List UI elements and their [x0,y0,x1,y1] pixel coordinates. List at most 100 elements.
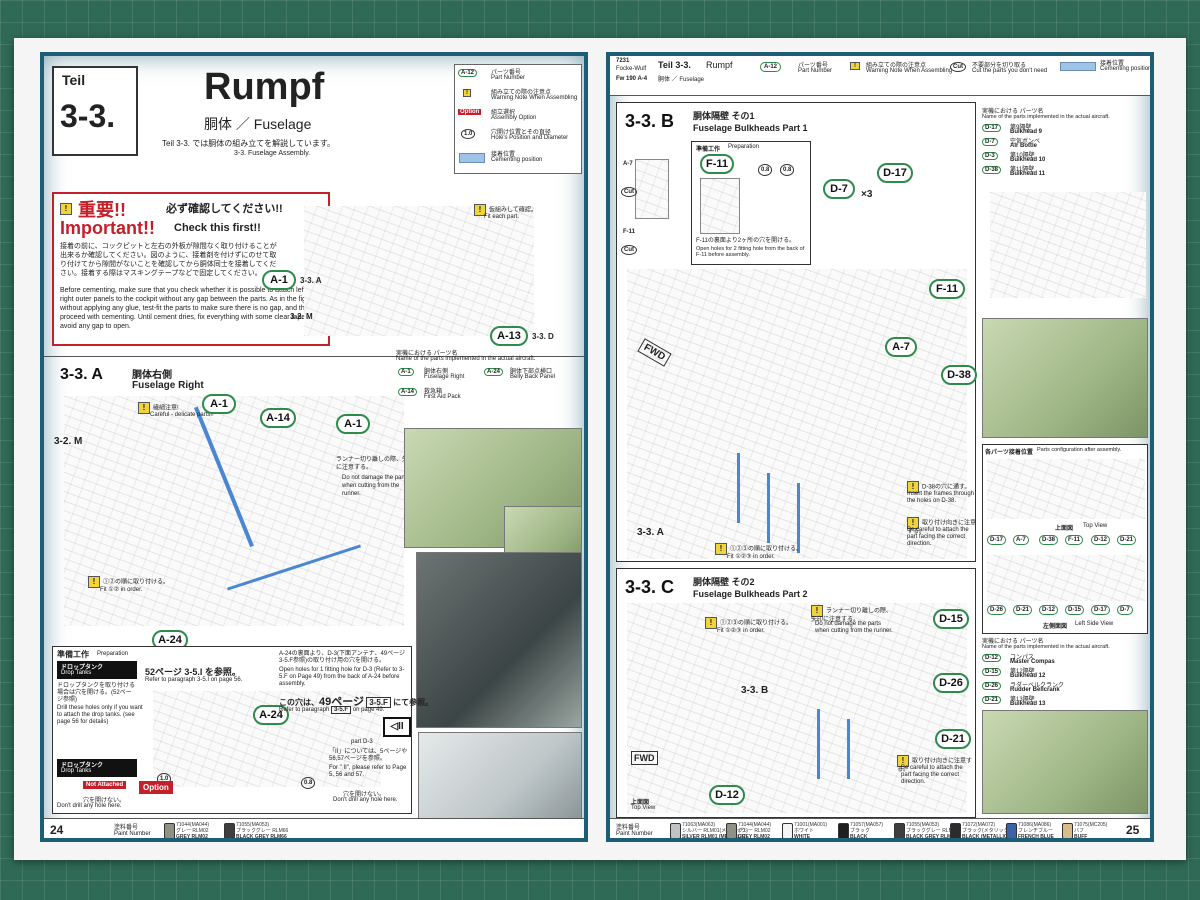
drop-ref-jp: 52ページ 3-5.I を参照。 [145,667,241,677]
cement-strip-c2 [847,719,850,779]
bulkhead-2-diagram [627,603,967,813]
fwd-arrow-c: FWD [631,751,658,765]
drop-ref-en: Refer to paragraph 3-5.I on page 56. [145,677,243,683]
fuselage-fit-diagram [304,206,534,336]
no-drill-en: Don't drill any hole here. [57,803,122,809]
no-drill-jp: 穴を開けない。 [83,798,126,804]
f11-note-en: Open holes for 2 fitting hole from the b… [696,246,805,258]
paint-can-icon [726,823,737,838]
cockpit-photo-3 [416,552,582,728]
prep-box: 準備工作 Preparation ドロップタンク Drop Tanks ドロップ… [52,646,433,814]
callout-a7: A-7 [885,337,917,357]
callout-f11-prep: F-11 [700,154,734,174]
no-drill2-en: Don't drill any hole here. [333,797,398,803]
hole-0-8: 0.8 [301,777,316,789]
important-en-sub: Check this first!! [174,222,261,234]
config-callout: D-38 [1039,535,1059,545]
right-footer: 塗料番号 Paint Number 71063(MA063)シルバー RLM01… [610,818,1150,840]
paint-name-en: GREY RLM02 [738,834,770,840]
important-en-title: Important!! [60,218,155,238]
paint-can-icon [838,823,849,838]
f11-note-jp: F-11の裏面より2ヶ所の穴を開ける。 [696,238,796,244]
right-page: 7231 Focke-Wulf Fw 190 A-4 Teil 3-3. Rum… [606,52,1154,842]
cut-symbol-2: Cut [621,245,637,255]
paint-code: 71072(MA072) [962,822,996,828]
c-parts-heading-en: Name of the parts implemented in the act… [982,644,1110,650]
step-c-parts: 実機における パーツ名 Name of the parts implemente… [980,636,1148,707]
careful-note-jp: !繊細注意! [138,402,179,414]
rh-legend-en-part: Part Number [798,68,833,74]
paint-code: 71057(MA057) [850,822,884,828]
paint-code: 71044(MA044) [176,822,210,828]
a7-cut-diagram [635,159,669,219]
legend-en-option: Assembly Option [491,115,537,121]
paint-name-en: WHITE [794,834,811,840]
step-b-title-en: Fuselage Bulkheads Part 1 [693,123,808,133]
config-callout: D-21 [1013,605,1033,615]
config-callout: D-12 [1039,605,1059,615]
paint-code: 71063(MA063) [682,822,716,828]
header-teil-jp: 胴体 ／ Fuselage [658,77,705,83]
intro-en: 3-3. Fuselage Assembly. [234,150,311,157]
parts-heading-en: Name of the parts implemented in the act… [396,356,536,362]
rh-legend-symbol-part: A-12 [760,62,782,72]
paint-name-en: FRENCH BLUE [1018,834,1054,840]
important-jp-title: 重要!! [78,200,126,220]
callout-d12: D-12 [709,785,745,805]
bulkhead-photo-2 [982,710,1148,814]
callout-a24: A-24 [152,630,188,650]
paint-can-icon [1062,823,1073,838]
callout-a1-step-a: A-1 [202,394,236,414]
cement-strip-b3 [797,483,800,553]
ref-3-3-a-b: 3-3. A [637,527,664,538]
callout-a1-top: A-1 [262,270,296,290]
c-top-view-jp: 上面図 [631,800,650,806]
step-b-prep-en: Preparation [728,144,760,150]
ref-3-3-b-c: 3-3. B [741,685,769,696]
part-name-jp: 第10隔壁 [1010,153,1035,159]
legend-en-cement: Cementing position [491,157,543,163]
order-b-en: Fit ①②③ in order. [727,554,775,560]
important-en-body: Before cementing, make sure that you che… [60,287,320,330]
config-box: 各パーツ接着位置 Parts configuration after assem… [982,444,1148,634]
prep-heading-en: Preparation [97,651,129,657]
careful-note-en: Careful - delicate parts!! [150,412,214,418]
hole-08-b: 0.8 [780,164,795,176]
panel-photo [418,732,582,820]
ref2-en-post: on page 49. [352,707,385,713]
rh-legend-en-warning: Warning Note When Assembling [866,68,953,74]
paint-number-jp: 塗料番号 [114,825,139,831]
fit-note-en: Fit each part. [484,214,520,220]
drop-body-jp: ドロップタンクを取り付ける場合は穴を開ける。(52ページ参照) [57,683,136,703]
option-badge: Option [139,781,173,794]
dir-b-en: Be careful to attach the part facing the… [907,527,969,547]
page-title: Rumpf [204,66,325,108]
paint-name-en: BLACK [850,834,868,840]
runner-c-jp: !ランナー切り離しの際、矢印に注意する。 [811,605,893,623]
order-c-jp: !①②③の順に取り付ける。 [705,617,792,629]
warning-icon: ! [138,402,150,414]
paint-name-en: BUFF [1074,834,1088,840]
ref2-post: にて参照。 [393,698,434,707]
dir-c-en: Be careful to attach the part facing the… [901,765,963,785]
paint-code: 71055(MA053) [236,822,270,828]
f11-left-label: F-11 [623,229,636,235]
page-subtitle: 胴体 ／ Fuselage [204,116,312,132]
paint-name-en: BLACK GREY RLM66 [906,834,957,840]
paint-number-en: Paint Number [114,831,151,837]
part-name-jp: 第11隔壁 [1010,167,1035,173]
bulkhead-photo-1 [982,318,1148,438]
config-callout: D-12 [1091,535,1111,545]
ii-note-jp: 「II」については、5ページや56,57ページを参照。 [329,749,408,762]
part-name-en: Air Bottle [1010,143,1037,149]
paint-name-jp: バフ [1074,828,1085,834]
paint-code: 71001(MA001) [794,822,828,828]
ref-3-2-m-top: 3-2. M [290,312,313,321]
paint-number-en-right: Paint Number [616,831,653,837]
part-name-en: Bulkhead 9 [1010,129,1043,135]
rh-legend-symbol-cut: Cut [950,62,966,72]
a24-note-jp: A-24の裏面より、D-3(下面アンテナ、49ページ3-5.F参照)の取り付け用… [279,651,405,664]
callout-d38: D-38 [941,365,977,385]
hole-08-a: 0.8 [758,164,773,176]
paint-code: 71086(MA086) [1018,822,1052,828]
